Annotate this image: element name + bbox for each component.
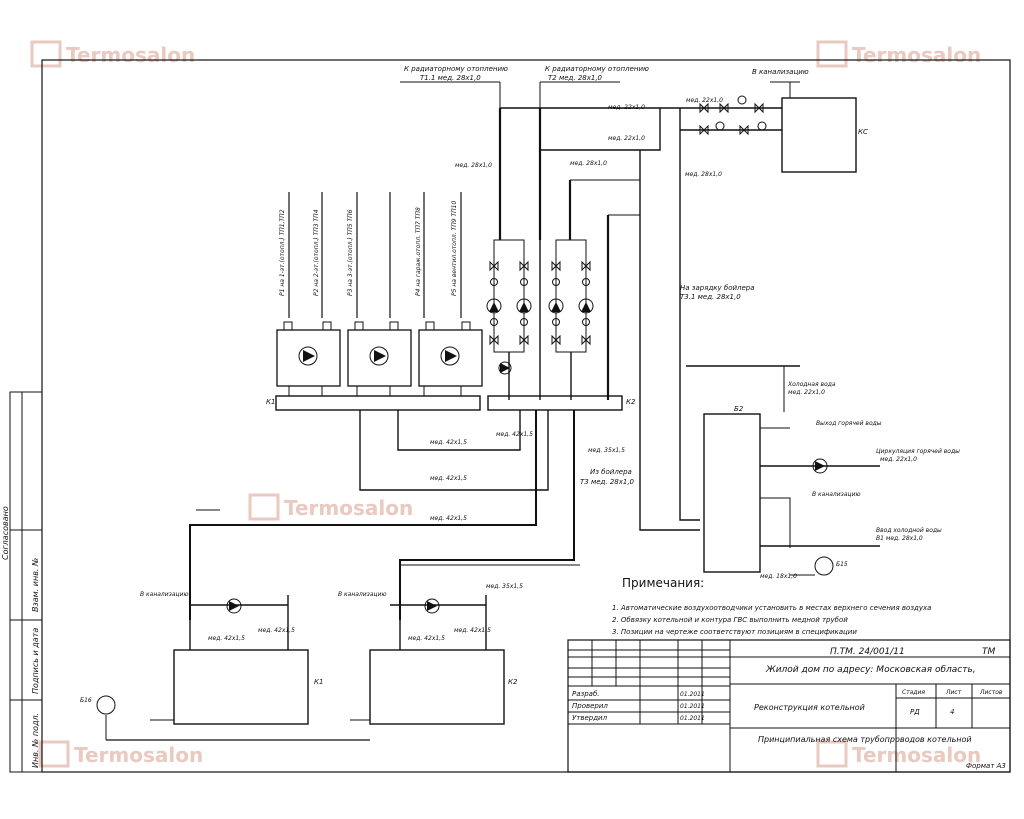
side-stamp: Согласовано Взам. инв. № Подпись и дата … — [1, 391, 43, 773]
sheet-header: Лист — [945, 689, 962, 696]
date-1: 01.2011 — [680, 691, 705, 698]
pipe-label-i: мед. 42х1,5 — [430, 515, 467, 522]
doc-mark: ТМ — [982, 647, 995, 657]
flow-cold-water-in: Ввод холодной воды — [876, 527, 942, 534]
pipe-label-l: мед. 35х1,5 — [486, 583, 523, 590]
flow-cold-water: Холодная вода — [787, 381, 836, 388]
note-3: 3. Позиции на чертеже соответствуют пози… — [612, 628, 857, 636]
main-pipes: мед. 28х1,0 мед. 22х1,0 мед. 22х1,0 мед.… — [455, 97, 782, 531]
doc-address: Жилой дом по адресу: Московская область, — [765, 665, 976, 675]
watermark-text: Termosalon — [852, 43, 981, 67]
role-approver: Утвердил — [572, 714, 608, 722]
manifold-right-label: К2 — [626, 398, 636, 406]
stamp-sign: Подпись и дата — [31, 628, 40, 694]
sheet-value: 4 — [950, 708, 954, 716]
watermark-text: Termosalon — [74, 743, 203, 767]
stage-header: Стадия — [902, 689, 925, 696]
pipe-label-n: мед. 22х1,0 — [880, 456, 917, 463]
expansion-label: Б16 — [80, 697, 92, 704]
pipe-label-e: мед. 28х1,0 — [685, 171, 722, 178]
watermark-text: Termosalon — [66, 43, 195, 67]
boilers: К1 К2 мед. 42х1,5 мед. 42х1,5 мед. 42х1,… — [80, 591, 518, 741]
date-3: 01.2011 — [680, 715, 705, 722]
flow-to-sewer-right: В канализацию — [338, 591, 387, 598]
flow-boiler-charge: На зарядку бойлера — [680, 284, 755, 292]
boiler-right-label: К2 — [508, 678, 518, 686]
watermarks: Termosalon Termosalon Termosalon Termosa… — [30, 40, 981, 768]
notes: Примечания: 1. Автоматические воздухоотв… — [612, 576, 931, 636]
pipe-label-a: мед. 28х1,0 — [455, 162, 492, 169]
boiler-left-label: К1 — [314, 678, 323, 686]
note-2: 2. Обвязку котельной и контура ГВС выпол… — [612, 616, 848, 624]
role-checker: Проверил — [572, 702, 608, 710]
pipe-label-c: мед. 22х1,0 — [608, 135, 645, 142]
watermark-text: Termosalon — [852, 743, 981, 767]
manifolds: К1 К2 — [266, 386, 636, 411]
supply-return: мед. 42х1,5 мед. 42х1,5 мед. 42х1,5 мед.… — [189, 410, 635, 620]
date-2: 01.2011 — [680, 703, 705, 710]
flow-to-sewer-left: В канализацию — [140, 591, 189, 598]
format-label: Формат А3 — [966, 762, 1006, 770]
title-block: П.ТМ. 24/001/11 ТМ Жилой дом по адресу: … — [567, 639, 1011, 773]
stage-value: РД — [910, 708, 920, 716]
flow-from-boiler-pipe: Т3 мед. 28х1,0 — [580, 478, 635, 486]
doc-code: П.ТМ. 24/001/11 — [830, 647, 905, 657]
manifold-left-label: К1 — [266, 398, 275, 406]
doc-project: Реконструкция котельной — [754, 703, 865, 712]
stamp-replace: Взам. инв. № — [31, 558, 40, 612]
outlet-label-3: Р3 на 3-эт.(отопл.) ТП5 ТП6 — [347, 209, 354, 296]
heater-label: Б2 — [734, 405, 744, 413]
flow-sewer-2: В канализацию — [812, 491, 861, 498]
flow-hot-water-circ: Циркуляция горячей воды — [876, 448, 960, 455]
pipe-label-g: мед. 42х1,5 — [430, 439, 467, 446]
sheets-header: Листов — [979, 689, 1003, 696]
flow-hot-water-out: Выход горячей воды — [816, 420, 882, 427]
tank-label: КС — [858, 128, 868, 136]
pump-groups — [486, 239, 594, 400]
pipe-label-j: мед. 42х1,5 — [496, 431, 533, 438]
valve-row-top — [699, 95, 767, 136]
outlet-label-5: Р5 на вентил.отопл. ТП9 ТП10 — [451, 201, 458, 296]
boiler-charge: На зарядку бойлера Т3.1 мед. 28х1,0 — [680, 284, 755, 301]
flow-radiator-1-pipe: Т1.1 мед. 28х1,0 — [420, 74, 481, 82]
stamp-inv: Инв. № подл. — [31, 713, 40, 768]
flow-cold-water-in-pipe: В1 мед. 28х1,0 — [876, 535, 923, 542]
mixing-modules — [276, 321, 483, 387]
pipe-label-o: мед. 18х1,0 — [760, 573, 797, 580]
notes-heading: Примечания: — [622, 576, 704, 590]
outlet-risers: Р1 на 1-эт.(отопл.) ТП1,ТП2 Р2 на 2-эт.(… — [279, 192, 462, 318]
pipe-label-s: мед. 42х1,5 — [454, 627, 491, 634]
flow-radiator-1: К радиаторному отоплению — [404, 65, 508, 73]
flow-from-boiler: Из бойлера — [590, 468, 632, 476]
top-flows: К радиаторному отоплению Т1.1 мед. 28х1,… — [400, 65, 649, 108]
stamp-agreed: Согласовано — [1, 506, 10, 560]
pipe-label-d: мед. 22х1,0 — [686, 97, 723, 104]
pipe-label-b: мед. 22х1,0 — [608, 104, 645, 111]
role-developer: Разраб. — [572, 690, 600, 698]
outlet-label-2: Р2 на 2-эт.(отопл.) ТП3 ТП4 — [313, 209, 320, 296]
note-1: 1. Автоматические воздухоотводчики устан… — [612, 604, 931, 612]
flow-boiler-charge-pipe: Т3.1 мед. 28х1,0 — [680, 293, 741, 301]
pipe-label-q: мед. 42х1,5 — [258, 627, 295, 634]
flow-radiator-2-pipe: Т2 мед. 28х1,0 — [548, 74, 603, 82]
pipe-label-r: мед. 42х1,5 — [408, 635, 445, 642]
outlet-label-4: Р4 на гараж.отопл. ТП7 ТП8 — [415, 207, 422, 296]
tank-ks: КС В канализацию — [752, 68, 868, 173]
pump-unit-label: Б15 — [836, 561, 848, 568]
pipe-label-m: мед. 22х1,0 — [788, 389, 825, 396]
watermark-text: Termosalon — [284, 496, 413, 520]
outlet-label-1: Р1 на 1-эт.(отопл.) ТП1,ТП2 — [279, 209, 286, 296]
flow-radiator-2: К радиаторному отоплению — [545, 65, 649, 73]
pipe-label-p: мед. 42х1,5 — [208, 635, 245, 642]
dhw-heater: Холодная вода мед. 22х1,0 Б2 Выход горяч… — [686, 365, 960, 580]
pipe-label-h: мед. 42х1,5 — [430, 475, 467, 482]
flow-sewer-1: В канализацию — [752, 68, 809, 76]
pipe-label-f: мед. 28х1,0 — [570, 160, 607, 167]
pipe-label-k: мед. 35х1,5 — [588, 447, 625, 454]
doc-sheet-title: Принципиальная схема трубопроводов котел… — [758, 735, 972, 744]
